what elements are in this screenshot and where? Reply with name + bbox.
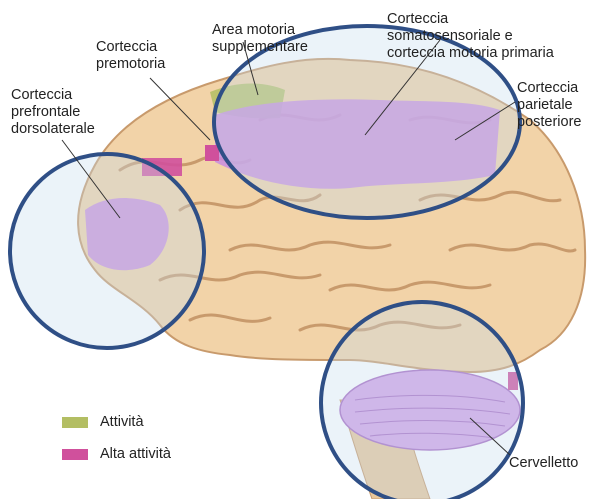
label-corteccia-parietale: Corteccia parietale posteriore [517,80,581,131]
circle-cerebellum [321,302,523,499]
label-corteccia-premotoria: Corteccia premotoria [96,39,165,73]
label-cervelletto: Cervelletto [509,455,578,472]
label-corteccia-prefrontale: Corteccia prefrontale dorsolaterale [11,87,95,138]
label-line: corteccia motoria primaria [387,45,554,62]
circle-prefrontal [10,154,204,348]
label-line: Corteccia [11,87,95,104]
legend-item-attivita: Attività [62,414,144,430]
label-area-motoria: Area motoria supplementare [212,22,308,56]
label-line: Corteccia [517,80,581,97]
label-corteccia-somatosensoriale: Corteccia somatosensoriale e corteccia m… [387,11,554,62]
legend-label: Attività [100,414,144,430]
label-line: Corteccia [387,11,554,28]
label-line: premotoria [96,56,165,73]
label-line: somatosensoriale e [387,28,554,45]
label-line: parietale [517,97,581,114]
legend-label: Alta attività [100,446,171,462]
label-line: prefrontale [11,104,95,121]
label-line: dorsolaterale [11,121,95,138]
label-line: supplementare [212,39,308,56]
label-line: Area motoria [212,22,308,39]
label-line: Corteccia [96,39,165,56]
premotor-high-activity [205,145,219,161]
label-line: posteriore [517,114,581,131]
legend-swatch-magenta [62,449,88,460]
legend-swatch-green [62,417,88,428]
legend-item-alta-attivita: Alta attività [62,446,171,462]
